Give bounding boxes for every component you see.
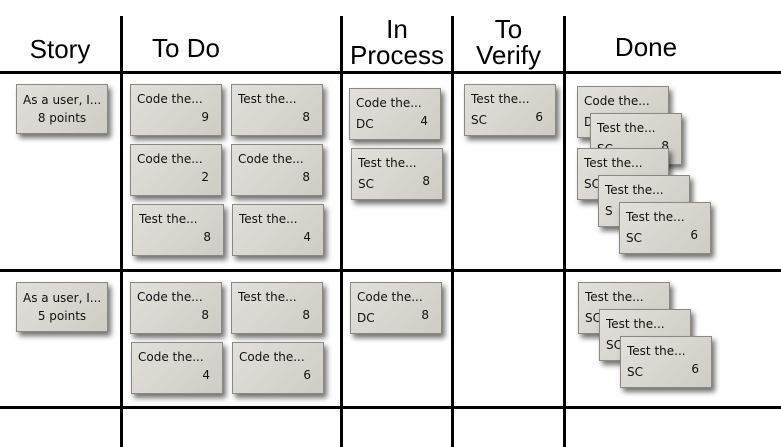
task-card[interactable]: Test the... SC 6 <box>619 202 711 254</box>
task-card[interactable]: Test the... 8 <box>132 204 224 256</box>
story-text: As a user, I... <box>23 291 102 305</box>
task-card[interactable]: Test the... 8 <box>231 282 323 334</box>
story-text: As a user, I... <box>23 93 102 107</box>
story-points: 5 points <box>37 309 87 323</box>
task-card[interactable]: Test the... SC 6 <box>620 336 712 388</box>
task-card[interactable]: Test the... 8 <box>231 84 323 136</box>
header-divider <box>0 71 781 74</box>
col-divider-4 <box>563 16 566 447</box>
column-header-todo: To Do <box>152 33 220 63</box>
task-card[interactable]: Code the... 9 <box>130 84 222 136</box>
column-header-in-process: In Process <box>350 14 444 70</box>
task-card[interactable]: Code the... 8 <box>231 144 323 196</box>
row-divider-1 <box>0 269 781 272</box>
task-card[interactable]: Code the... 4 <box>131 342 223 394</box>
col-divider-2 <box>340 16 343 447</box>
task-card[interactable]: Test the... SC 6 <box>464 84 556 136</box>
task-card[interactable]: Code the... 2 <box>130 144 222 196</box>
story-points: 8 points <box>37 111 87 125</box>
column-header-to-verify: To Verify <box>475 14 542 70</box>
task-card[interactable]: Code the... DC 8 <box>350 282 442 334</box>
story-card[interactable]: As a user, I... 5 points <box>16 282 108 332</box>
task-card[interactable]: Test the... SC 8 <box>351 148 443 200</box>
task-card[interactable]: Code the... 8 <box>130 282 222 334</box>
col-divider-3 <box>451 16 454 447</box>
task-card[interactable]: Test the... 4 <box>232 204 324 256</box>
column-header-story: Story <box>29 34 91 64</box>
story-card[interactable]: As a user, I... 8 points <box>16 84 108 134</box>
col-divider-1 <box>120 16 123 447</box>
task-card[interactable]: Code the... 6 <box>232 342 324 394</box>
column-header-done: Done <box>614 32 678 62</box>
task-card[interactable]: Code the... DC 4 <box>349 88 441 140</box>
row-divider-2 <box>0 406 781 409</box>
